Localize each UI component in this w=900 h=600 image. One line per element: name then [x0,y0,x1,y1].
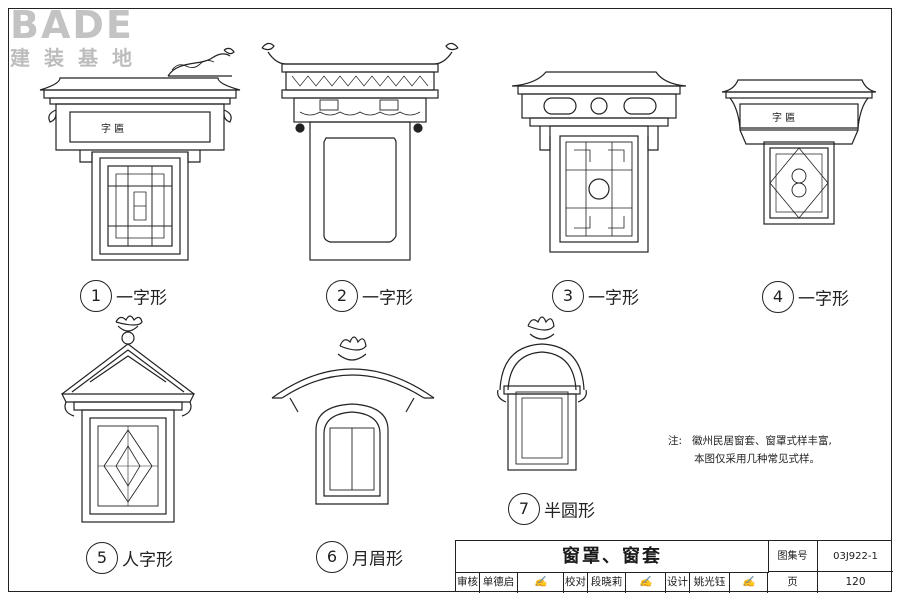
figure-label-7: 半圆形 [544,501,595,522]
drawing-title: 窗罩、窗套 [456,541,769,573]
window-hood-1: 字 匾 [39,47,241,261]
figure-number-3: 3 [552,280,584,312]
title-block: 窗罩、窗套 图集号 03J922-1 审核 单德启 ✍ 校对 段晓莉 ✍ 设计 … [455,540,893,593]
figure-label-3: 一字形 [588,288,639,309]
checker-signature: ✍ [626,572,666,593]
atlas-value: 03J922-1 [818,541,893,572]
designer-name: 姚光钰 [690,572,730,593]
title-block-signature-row: 审核 单德启 ✍ 校对 段晓莉 ✍ 设计 姚光钰 ✍ 页 120 [456,572,893,593]
note-line-1: 徽州民居窗套、窗罩式样丰富, [692,435,832,447]
drawing-frame [8,8,892,592]
drawing-note: 注: 徽州民居窗套、窗罩式样丰富, 本图仅采用几种常见式样。 [668,432,832,468]
plaque-text-4: 字 匾 [772,111,795,124]
page-label: 页 [768,572,818,593]
figure-label-2: 一字形 [362,288,413,309]
figure-number-5: 5 [86,542,118,574]
figure-number-4: 4 [762,281,794,313]
figure-number-6: 6 [316,541,348,573]
figure-number-2: 2 [326,280,358,312]
window-hood-4: 字 匾 [721,79,877,225]
design-label: 设计 [666,572,690,593]
logo-main-text: BADE [10,3,134,47]
window-hood-5 [61,315,195,523]
reviewer-name: 单德启 [480,572,518,593]
window-hood-6 [271,336,435,505]
plaque-text-1: 字 匾 [101,122,124,135]
atlas-label: 图集号 [768,541,818,572]
figure-label-4: 一字形 [798,289,849,310]
logo-sub-text: 建装基地 [10,46,146,70]
page-value: 120 [845,576,866,588]
figure-number-7: 7 [508,493,540,525]
watermark-logo: BADE 建装基地 [10,6,146,70]
note-prefix: 注: [668,435,683,447]
designer-signature: ✍ [730,572,768,593]
window-hood-7 [497,316,587,471]
figure-label-6: 月眉形 [352,549,403,570]
figure-label-1: 一字形 [116,288,167,309]
reviewer-signature: ✍ [518,572,564,593]
figure-number-1: 1 [80,280,112,312]
review-label: 审核 [456,572,480,593]
window-hood-3 [511,71,687,253]
window-hood-2 [261,42,459,261]
check-label: 校对 [564,572,588,593]
checker-name: 段晓莉 [588,572,626,593]
figure-label-5: 人字形 [122,550,173,571]
note-line-2: 本图仅采用几种常见式样。 [694,453,820,465]
